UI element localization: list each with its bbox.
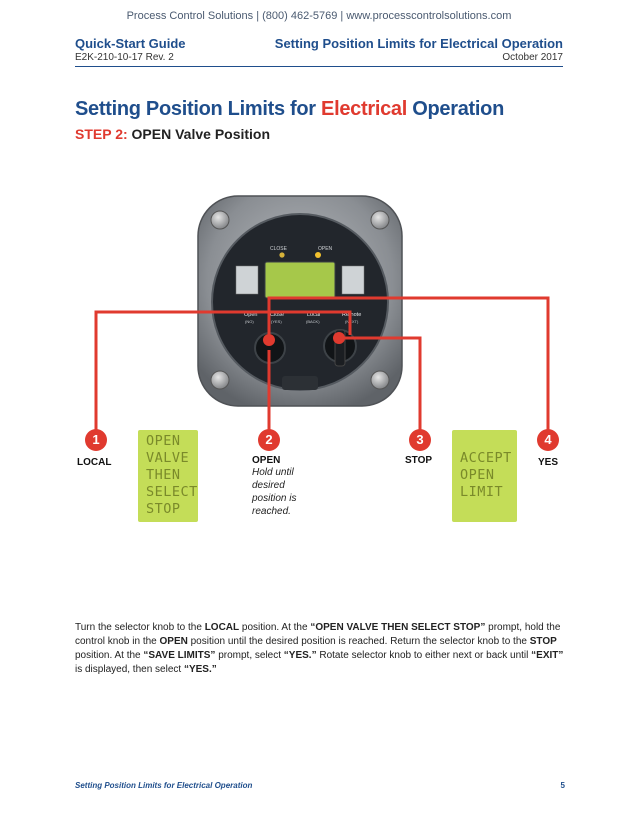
step-marker-1: 1 xyxy=(85,429,107,451)
lcd-line: ACCEPT xyxy=(460,450,512,466)
knob-label-remote: Remote xyxy=(342,312,361,318)
control-knob-icon xyxy=(254,332,286,364)
step-number: STEP 2: xyxy=(75,126,128,142)
close-led-label: CLOSE xyxy=(270,246,288,252)
bolt-icon xyxy=(370,370,390,390)
marker-label-stop: STOP xyxy=(405,455,433,466)
svg-text:(BACK): (BACK) xyxy=(306,319,320,324)
lcd-line: SELECT xyxy=(146,484,198,500)
document-number: E2K-210-10-17 Rev. 2 xyxy=(75,52,174,63)
company-contact-bar: Process Control Solutions | (800) 462-57… xyxy=(126,10,512,22)
section-title: Setting Position Limits for Electrical O… xyxy=(274,36,563,51)
lcd-line: LIMIT xyxy=(460,484,504,500)
instructions-paragraph: Turn the selector knob to the LOCAL posi… xyxy=(75,622,564,675)
page-number: 5 xyxy=(560,781,565,790)
bolt-icon xyxy=(210,210,230,230)
lcd-line: VALVE xyxy=(146,450,190,466)
page-title-part1: Setting Position Limits for xyxy=(75,98,322,120)
svg-text:(NO): (NO) xyxy=(245,319,254,324)
lcd-line: OPEN xyxy=(460,467,495,483)
page-title-part2: Operation xyxy=(407,98,505,120)
header-divider xyxy=(75,66,563,67)
open-led-label: OPEN xyxy=(318,246,333,252)
lcd-display-left: OPEN VALVE THEN SELECT STOP xyxy=(138,430,198,522)
bolt-icon xyxy=(370,210,390,230)
bolt-icon xyxy=(210,370,230,390)
page-title: Setting Position Limits for Electrical O… xyxy=(75,98,504,121)
step-text: OPEN Valve Position xyxy=(127,126,271,142)
lcd-display-right: ACCEPT OPEN LIMIT xyxy=(452,430,517,522)
svg-text:(YES): (YES) xyxy=(271,319,282,324)
step-marker-3: 3 xyxy=(409,429,431,451)
step-marker-4: 4 xyxy=(537,429,559,451)
marker-label-open: OPEN xyxy=(252,455,281,466)
knob-label-open: Open xyxy=(244,312,257,318)
svg-text:(NEXT): (NEXT) xyxy=(345,319,359,324)
knob-label-close: Close xyxy=(270,312,284,318)
lcd-line: THEN xyxy=(146,467,181,483)
lcd-line: OPEN xyxy=(146,433,181,449)
guide-title: Quick-Start Guide xyxy=(75,36,186,51)
document-date: October 2017 xyxy=(502,52,563,63)
step-heading: STEP 2: OPEN Valve Position xyxy=(75,126,270,142)
marker-label-yes: YES xyxy=(538,457,559,468)
marker-label-local: LOCAL xyxy=(77,457,112,468)
page-title-accent: Electrical xyxy=(321,98,407,120)
knob-label-local: Local xyxy=(307,312,320,318)
actuator-control-panel-image: CLOSE OPEN Open Close Local Remote (NO) … xyxy=(197,195,403,407)
hold-note: Hold until desired position is reached. xyxy=(252,467,297,517)
lcd-line: STOP xyxy=(146,501,181,517)
footer-section-title: Setting Position Limits for Electrical O… xyxy=(75,781,253,790)
step-marker-2: 2 xyxy=(258,429,280,451)
